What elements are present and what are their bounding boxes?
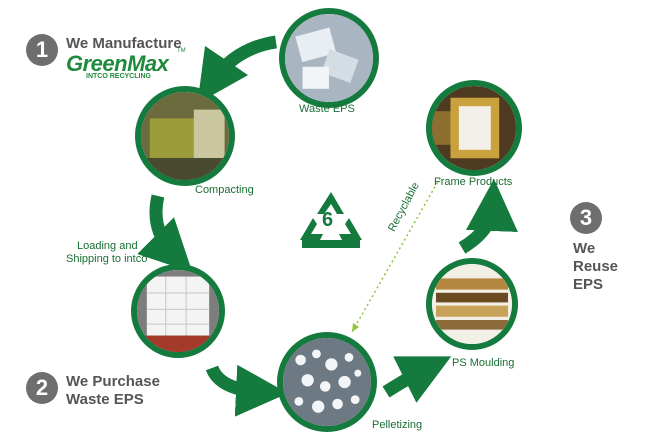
arrow-compacting-to-loading bbox=[137, 194, 193, 273]
arrow-waste-to-compacting bbox=[197, 35, 278, 104]
compacting-image bbox=[135, 86, 235, 186]
frame-products-label: Frame Products bbox=[434, 176, 513, 188]
step-1-badge: 1 bbox=[26, 34, 58, 66]
compacting-label: Compacting bbox=[195, 184, 254, 196]
arrow-pelletizing-to-moulding bbox=[382, 356, 452, 403]
recycle-number: 6 bbox=[322, 209, 334, 231]
greenmax-tm: TM bbox=[177, 48, 186, 54]
step-2-number: 2 bbox=[35, 375, 49, 400]
recycle-icon bbox=[300, 192, 362, 248]
loading-image bbox=[131, 264, 225, 358]
loading-label-line1: Loading and bbox=[77, 240, 138, 252]
greenmax-logo: GreenMax bbox=[66, 51, 169, 76]
ps-moulding-image bbox=[426, 258, 518, 350]
step-2-title-line1: We Purchase bbox=[66, 373, 160, 390]
step-3-number: 3 bbox=[579, 205, 593, 230]
arrow-moulding-to-frame bbox=[458, 179, 518, 254]
step-3-title-line1: We bbox=[573, 240, 596, 257]
frame-products-image bbox=[426, 80, 522, 176]
step-2-badge: 2 bbox=[26, 372, 58, 404]
arrow-loading-to-pelletizing bbox=[205, 364, 288, 417]
loading-label-line2: Shipping to intco bbox=[66, 253, 148, 265]
step-3-title-line2: Reuse bbox=[573, 258, 619, 275]
waste-eps-image bbox=[279, 8, 379, 108]
step-3-title-line3: EPS bbox=[573, 276, 604, 293]
pelletizing-image bbox=[277, 332, 377, 432]
step-1-number: 1 bbox=[35, 37, 49, 62]
waste-eps-label: Waste EPS bbox=[299, 103, 355, 115]
step-3-badge: 3 bbox=[570, 202, 602, 234]
ps-moulding-label: PS Moulding bbox=[452, 357, 515, 369]
greenmax-subtitle: INTCO RECYCLING bbox=[86, 73, 151, 80]
step-1-title: We Manufacture bbox=[66, 35, 182, 52]
step-2-title-line2: Waste EPS bbox=[66, 391, 144, 408]
pelletizing-label: Pelletizing bbox=[372, 419, 423, 431]
